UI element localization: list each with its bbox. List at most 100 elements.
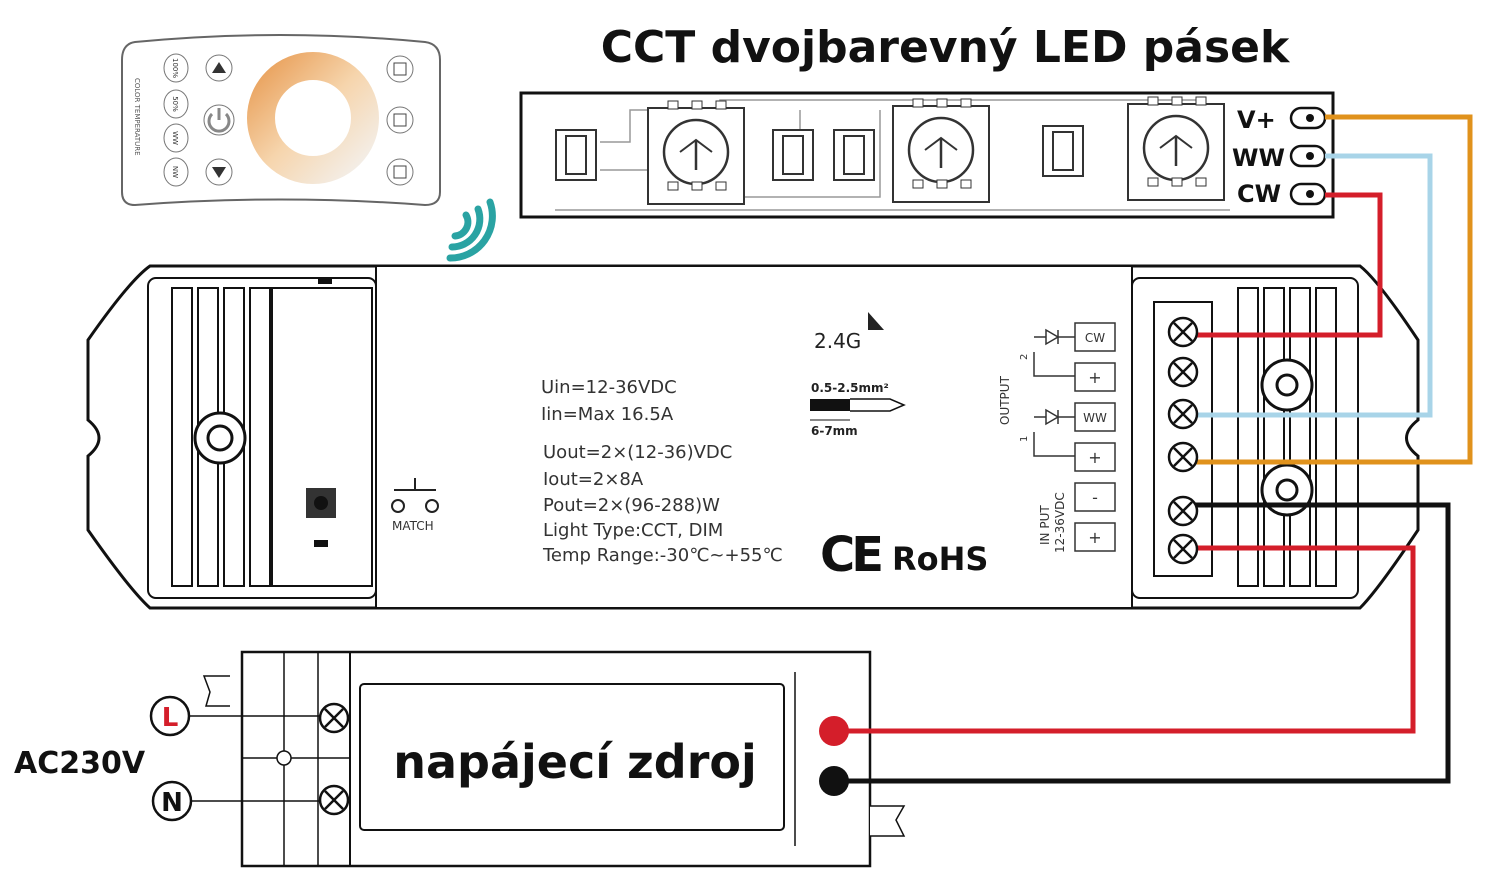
power-supply: napájecí zdroj (202, 650, 906, 868)
strip-label-cw: CW (1237, 180, 1281, 208)
spec-list: Uin=12-36VDC Iin=Max 16.5A Uout=2×(12-36… (541, 377, 783, 566)
wires (834, 114, 1473, 784)
output-label: OUTPUT (998, 375, 1012, 425)
psu-terminal-l (318, 702, 350, 734)
remote-button-nw[interactable]: NW (163, 157, 189, 187)
spec-line: Uin=12-36VDC (541, 377, 677, 398)
mount-hole-right-top (1260, 358, 1314, 412)
screw-terminal-plus-2 (1167, 356, 1199, 388)
terminal-box-cw: CW (1074, 322, 1116, 352)
remote-zone-button-2[interactable] (386, 106, 414, 134)
match-label: MATCH (392, 519, 434, 533)
led-chip-2 (892, 98, 990, 203)
svg-text:+: + (1088, 528, 1101, 547)
remote-side-label: COLOR TEMPERATURE (133, 78, 141, 156)
wire-strip-icon (810, 398, 906, 421)
ac-line-l-icon: L (149, 695, 320, 737)
screw-terminal-plus-1 (1167, 441, 1199, 473)
screw-terminal-input-plus (1167, 533, 1199, 565)
mount-hole-left (193, 411, 247, 465)
svg-text:100%: 100% (171, 58, 179, 78)
led-chip-3 (1127, 96, 1225, 201)
terminal-box-plus-2: + (1074, 362, 1116, 392)
strip-pad-ww[interactable] (1289, 144, 1327, 168)
terminal-box-minus-in: - (1074, 482, 1116, 512)
strip-label-vplus: V+ (1237, 106, 1276, 134)
strip-label-ww: WW (1232, 144, 1285, 172)
channel-2-label: 2 (1019, 354, 1030, 360)
remote-button-ww[interactable]: WW (163, 123, 189, 153)
spec-line: Temp Range:-30℃~+55℃ (542, 545, 783, 566)
svg-text:NW: NW (171, 166, 179, 178)
remote-button-50[interactable]: 50% (163, 89, 189, 119)
svg-text:WW: WW (1083, 411, 1107, 425)
color-temperature-ring[interactable] (247, 52, 379, 184)
input-label-group: IN PUT 12-36VDC (1038, 492, 1067, 553)
remote-zone-button-1[interactable] (386, 55, 414, 83)
terminal-screws (1167, 316, 1199, 565)
input-label: IN PUT (1038, 505, 1052, 545)
resistor-2 (772, 129, 814, 181)
screw-terminal-input-minus (1167, 495, 1199, 527)
wire-size-label: 0.5-2.5mm² (811, 381, 889, 395)
channel-1-label: 1 (1019, 436, 1030, 442)
spec-line: Uout=2×(12-36)VDC (543, 442, 732, 463)
spec-line: Iout=2×8A (543, 469, 644, 490)
svg-text:WW: WW (171, 131, 179, 145)
screw-terminal-ww (1167, 398, 1199, 430)
diagram-title: CCT dvojbarevný LED pásek (601, 22, 1291, 73)
psu-terminal-n (318, 784, 350, 816)
svg-text:L: L (162, 703, 179, 733)
ac-line-n-icon: N (151, 780, 320, 822)
svg-text:N: N (161, 788, 183, 818)
strip-length-label: 6-7mm (811, 424, 858, 438)
resistor-1 (555, 129, 597, 181)
status-led (314, 540, 328, 547)
terminal-box-plus-1: + (1074, 442, 1116, 472)
ce-mark: CE (820, 527, 881, 583)
wire-vplus-orange (1183, 114, 1473, 465)
terminal-box-plus-in: + (1074, 522, 1116, 552)
frequency-label: 2.4G (814, 329, 861, 353)
svg-text:+: + (1088, 368, 1101, 387)
input-range-label: 12-36VDC (1053, 492, 1067, 553)
controller: 2.4G Uin=12-36VDC Iin=Max 16.5A Uout=2×(… (86, 264, 1420, 610)
wireless-signal-icon (446, 198, 496, 262)
remote-up-button[interactable] (205, 54, 233, 82)
wire-input-positive (834, 545, 1416, 734)
remote-zone-button-3[interactable] (386, 158, 414, 186)
power-supply-label: napájecí zdroj (393, 735, 757, 789)
remote-power-button[interactable] (203, 104, 235, 136)
rohs-mark: RoHS (892, 540, 988, 578)
ac-input-label: AC230V (14, 746, 146, 781)
match-switch-icon (391, 478, 439, 513)
terminal-box-ww: WW (1074, 402, 1116, 432)
remote-down-button[interactable] (205, 158, 233, 186)
spec-line: Light Type:CCT, DIM (543, 520, 723, 541)
spec-line: Iin=Max 16.5A (541, 404, 674, 425)
match-button[interactable] (306, 488, 336, 518)
led-diode-icon-cw (1045, 328, 1060, 346)
led-chip-1 (647, 100, 745, 205)
remote-control: COLOR TEMPERATURE 100% 50% WW NW (121, 34, 441, 207)
remote-button-100[interactable]: 100% (163, 53, 189, 83)
svg-text:50%: 50% (171, 96, 179, 112)
spec-line: Pout=2×(96-288)W (543, 495, 720, 516)
strip-pad-vplus[interactable] (1289, 106, 1327, 130)
output-label-group: OUTPUT 2 1 (998, 354, 1030, 442)
screw-terminal-cw (1167, 316, 1199, 348)
wire-cw-red (1183, 192, 1383, 338)
strip-pad-cw[interactable] (1289, 182, 1327, 206)
svg-text:CW: CW (1085, 331, 1105, 345)
led-strip: V+ WW CW (519, 91, 1335, 219)
resistor-4 (1042, 125, 1084, 177)
antenna-icon (868, 312, 884, 330)
svg-text:+: + (1088, 448, 1101, 467)
led-diode-icon-ww (1045, 408, 1060, 426)
wire-input-negative (834, 502, 1451, 784)
svg-text:-: - (1092, 488, 1098, 507)
svg-text:COLOR TEMPERATURE: COLOR TEMPERATURE (133, 78, 141, 156)
wire-ww-blue (1183, 153, 1433, 418)
